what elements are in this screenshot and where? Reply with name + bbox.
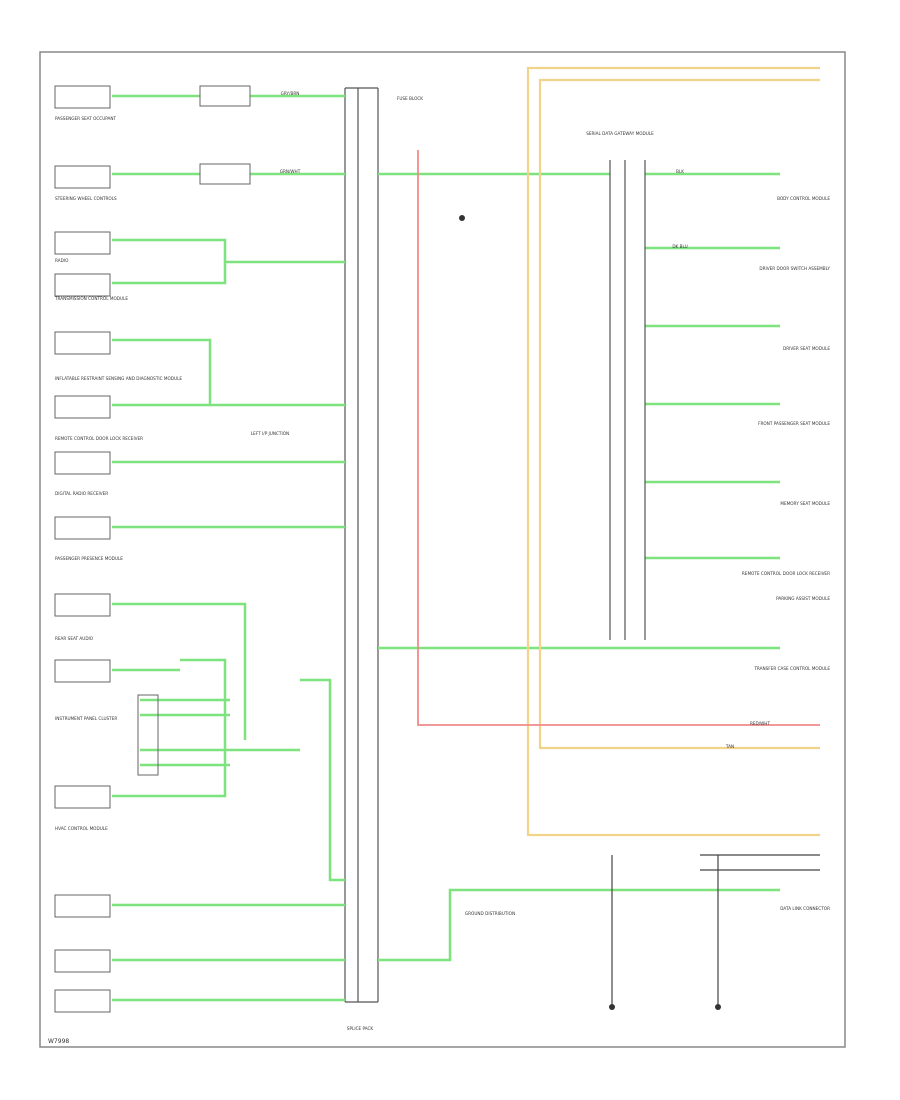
wire-label: BLK — [676, 169, 684, 174]
module-label: PASSENGER SEAT OCCUPANT — [55, 116, 117, 121]
left-connectors — [54, 85, 251, 1013]
right-label: BODY CONTROL MODULE — [777, 196, 830, 201]
right-label: MEMORY SEAT MODULE — [780, 501, 830, 506]
module-label: REMOTE CONTROL DOOR LOCK RECEIVER — [55, 436, 143, 441]
right-label: FRONT PASSENGER SEAT MODULE — [758, 421, 830, 426]
ground-symbols — [459, 215, 721, 1010]
center-label: GROUND DISTRIBUTION — [465, 911, 515, 916]
module-label: TRANSMISSION CONTROL MODULE — [54, 296, 128, 301]
right-label: PARKING ASSIST MODULE — [776, 596, 830, 601]
wire-label: RED/WHT — [750, 721, 770, 726]
module-label: INFLATABLE RESTRAINT SENSING AND DIAGNOS… — [55, 376, 182, 381]
center-label: SERIAL DATA GATEWAY MODULE — [586, 131, 654, 136]
diagram-border — [39, 51, 846, 1048]
module-label: INSTRUMENT PANEL CLUSTER — [55, 716, 117, 721]
footer-code: W7998 — [48, 1038, 69, 1045]
splice-bus — [344, 87, 379, 1003]
center-label: SPLICE PACK — [347, 1026, 374, 1031]
module-label: STEERING WHEEL CONTROLS — [55, 196, 117, 201]
right-label: DATA LINK CONNECTOR — [780, 906, 830, 911]
left-wires — [112, 94, 780, 1002]
red-wire — [417, 150, 820, 726]
module-label: RADIO — [55, 258, 69, 263]
module-label: DIGITAL RADIO RECEIVER — [55, 491, 108, 496]
module-label: HVAC CONTROL MODULE — [55, 826, 108, 831]
wire-label: TAN — [725, 744, 734, 749]
ground-wires — [611, 854, 820, 1005]
center-label: FUSE BLOCK — [397, 96, 423, 101]
right-label: REMOTE CONTROL DOOR LOCK RECEIVER — [742, 571, 830, 576]
power-wire — [526, 66, 820, 837]
module-label: PASSENGER PRESENCE MODULE — [55, 556, 123, 561]
module-label: REAR SEAT AUDIO — [55, 636, 94, 641]
right-label: TRANSFER CASE CONTROL MODULE — [753, 666, 830, 671]
gateway-bus — [609, 160, 646, 640]
wire-label: DK BLU — [672, 244, 687, 249]
center-label: LEFT I/P JUNCTION — [251, 431, 289, 436]
right-label: DRIVER DOOR SWITCH ASSEMBLY — [759, 266, 830, 271]
right-wires — [645, 172, 780, 560]
wire-label: GRY/BRN — [281, 91, 300, 96]
wire-label: GRN/WHT — [280, 169, 301, 174]
right-label: DRIVER SEAT MODULE — [783, 346, 830, 351]
